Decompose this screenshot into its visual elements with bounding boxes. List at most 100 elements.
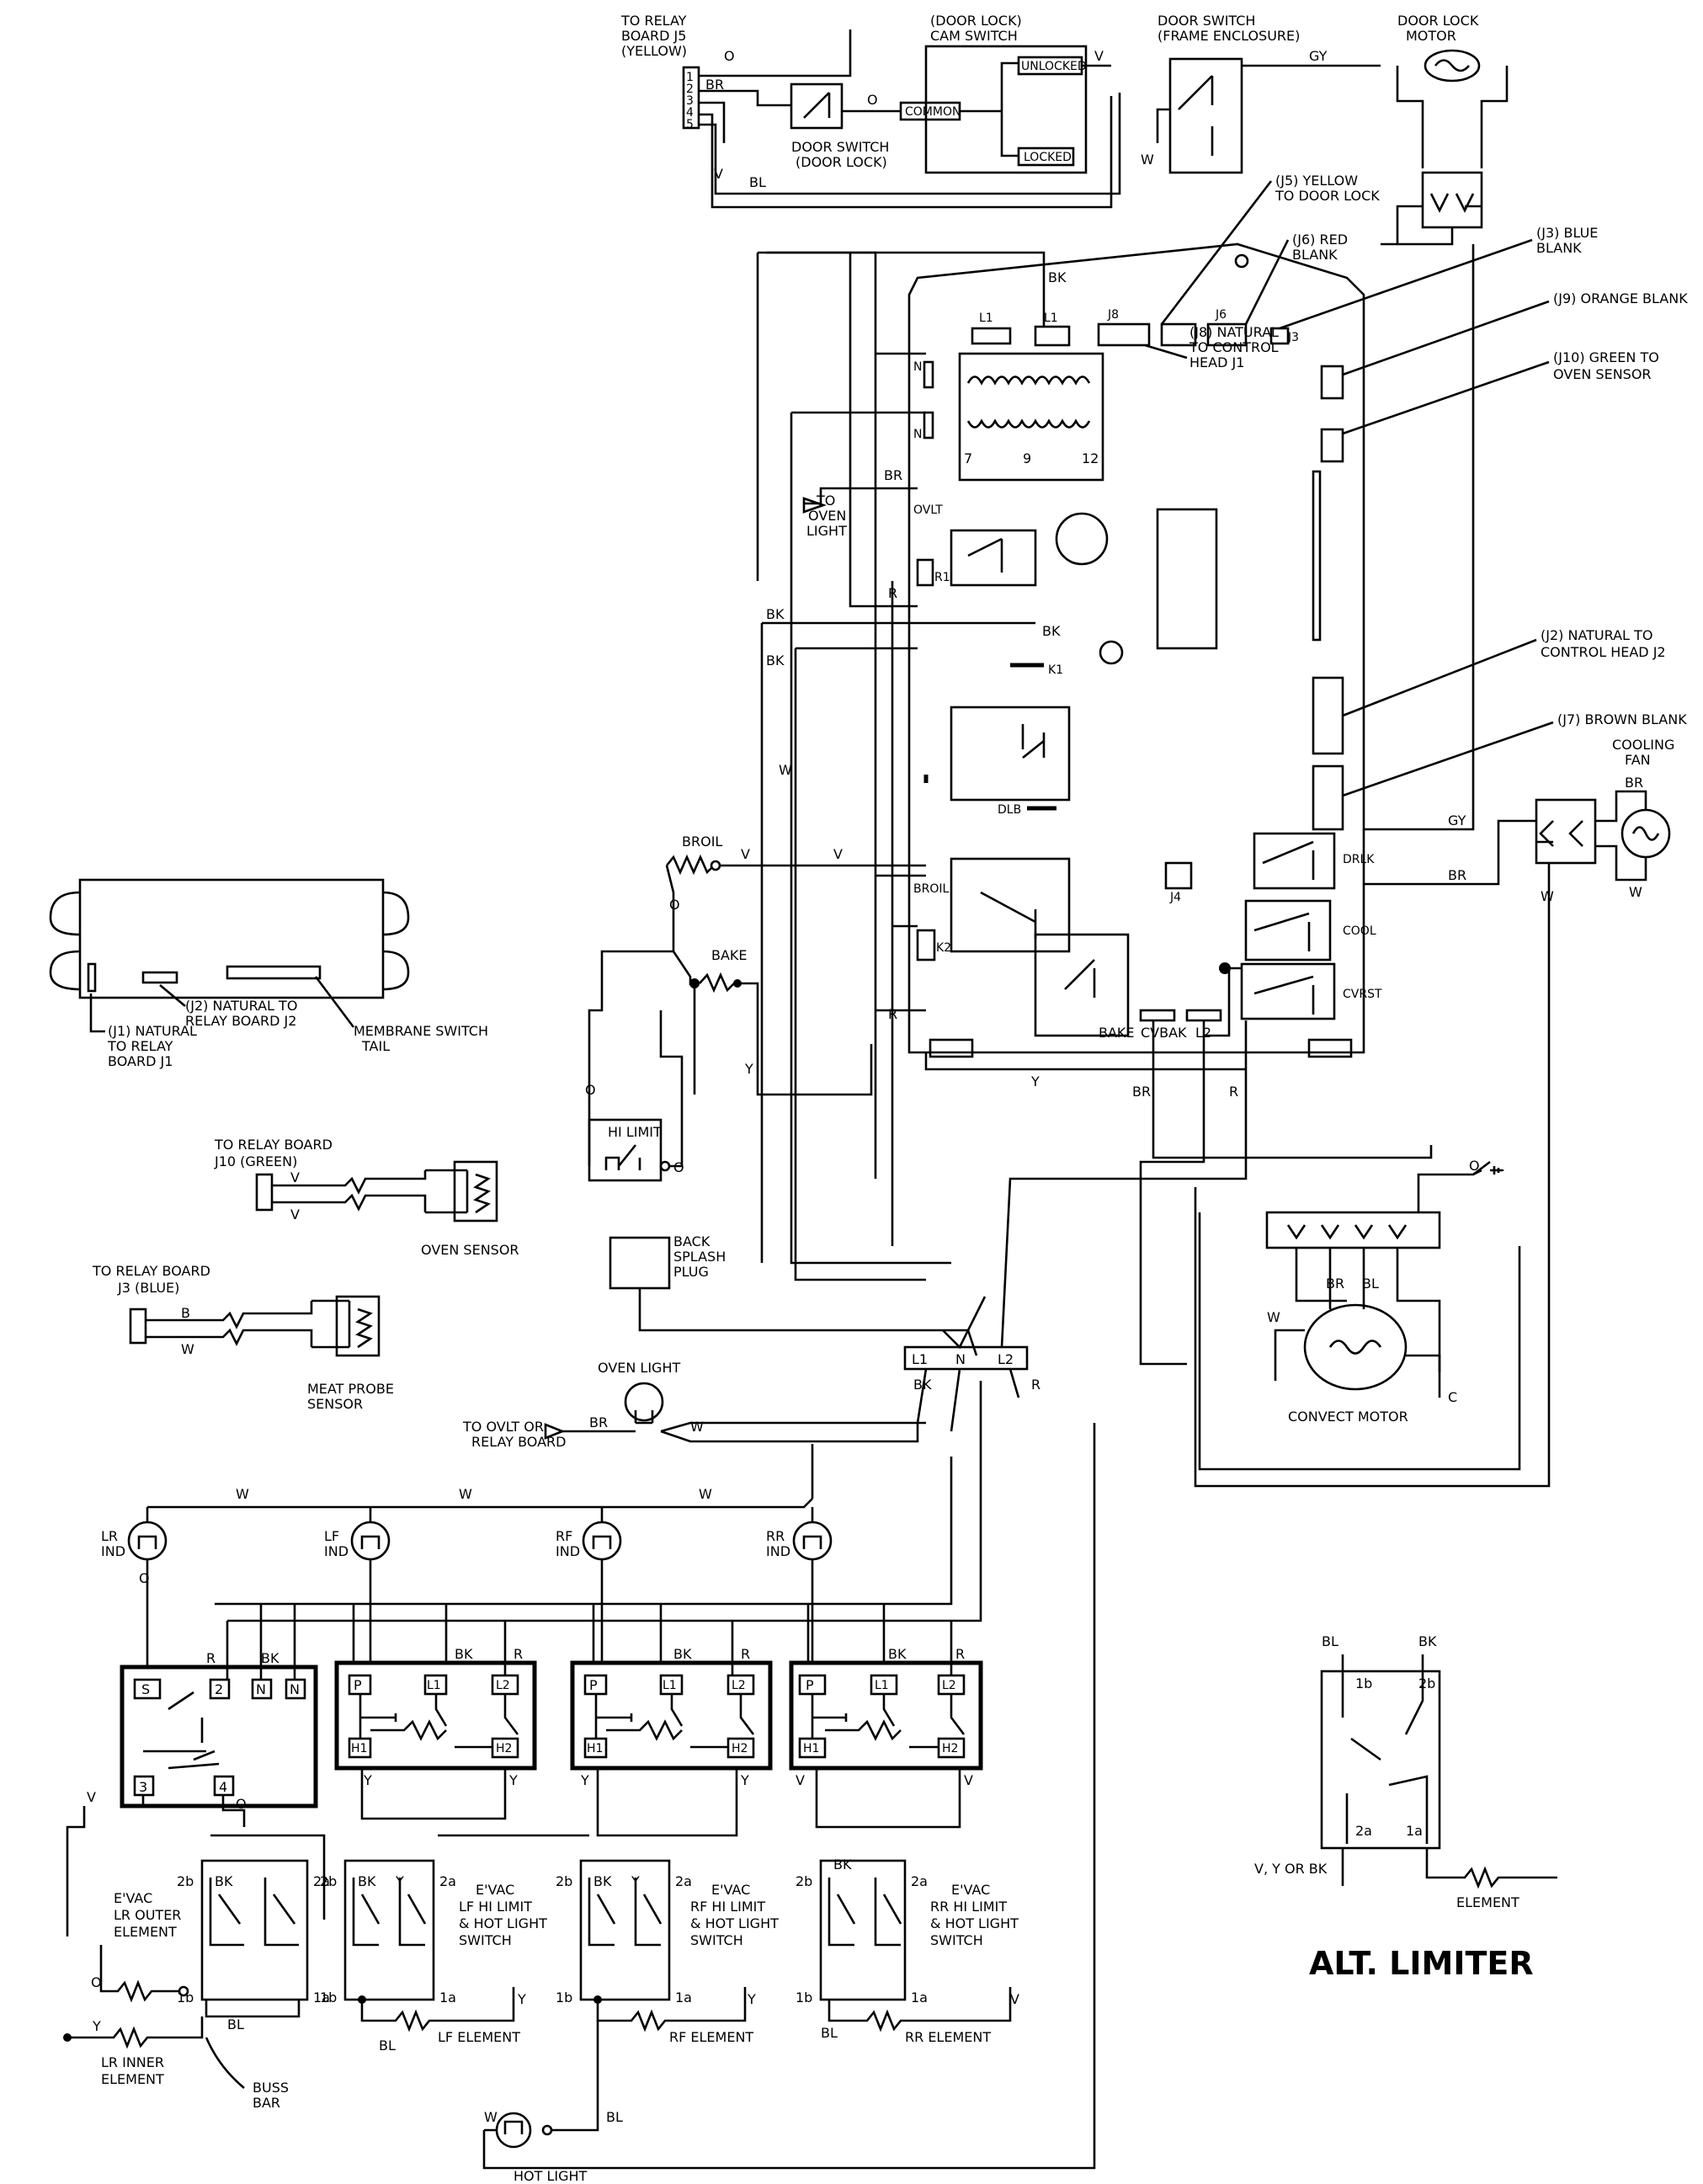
pin-j3: J3 — [1287, 331, 1299, 344]
convect-plug — [1265, 1211, 1441, 1249]
evac-lf-3: & HOT LIGHT — [459, 1915, 547, 1931]
board-component-small-circle — [1099, 640, 1124, 665]
unlocked-label: UNLOCKED — [1021, 60, 1087, 73]
j4-connector — [1164, 861, 1193, 890]
rr-indicator — [792, 1521, 833, 1561]
cvbak-terminal — [1139, 1009, 1176, 1022]
wire-v-2: V — [1094, 48, 1104, 64]
lr-inner-2: ELEMENT — [101, 2071, 164, 2087]
lf-2a: 2a — [439, 1873, 456, 1889]
arrow-to-ovlt — [544, 1423, 566, 1440]
rf-surface-switch — [570, 1660, 773, 1771]
j2-natural-line1: (J2) NATURAL TO — [185, 998, 297, 1014]
pin-2: 2 — [686, 83, 694, 96]
wire-y-rflim: Y — [631, 1873, 640, 1889]
wire-br-ovlt: BR — [884, 467, 902, 483]
pin-5: 5 — [686, 118, 694, 131]
lr-n-label: N — [256, 1681, 266, 1697]
alt-element: ELEMENT — [1456, 1894, 1519, 1910]
j2-natural-connector — [141, 971, 178, 984]
j1-natural-line2: TO RELAY — [107, 1038, 173, 1054]
wire-bk-rr: BK — [888, 1646, 907, 1662]
j7-connector — [1312, 764, 1344, 831]
wire-br-light: BR — [589, 1414, 608, 1430]
to-oven-light-1: TO — [816, 493, 835, 509]
pin-3: 3 — [686, 94, 694, 108]
lf-limiter-box — [343, 1859, 435, 2001]
pin-cool: COOL — [1343, 924, 1376, 938]
hot-light — [495, 2112, 532, 2149]
wire-w-hot: W — [484, 2109, 498, 2125]
wire-bk-lf: BK — [455, 1646, 473, 1662]
j9-connector — [1320, 365, 1344, 400]
k1-relay — [950, 706, 1071, 802]
lf-indicator — [350, 1521, 391, 1561]
to-relay-j5-line3: (YELLOW) — [621, 43, 687, 59]
alt-2a: 2a — [1355, 1823, 1372, 1839]
wire-o-2: O — [867, 92, 878, 108]
lr-2a: 2a — [313, 1873, 330, 1889]
to-relay-j5-line1: TO RELAY — [620, 13, 687, 29]
lr-outer-terminal — [178, 1985, 189, 1997]
pin-n2: N — [913, 428, 922, 441]
meat-probe-line2: SENSOR — [307, 1396, 363, 1412]
wire-bk-top: BK — [1048, 269, 1067, 285]
lr-surface-switch — [120, 1665, 318, 1808]
l1-terminal-2 — [1034, 325, 1071, 347]
wire-v-1: V — [714, 166, 723, 182]
wire-v-sensor2: V — [290, 1207, 300, 1223]
lr-inner-1: LR INNER — [101, 2054, 164, 2070]
rr-1b: 1b — [796, 1990, 812, 2006]
lr-inner-node — [63, 2033, 72, 2042]
wire-y-rf2: Y — [740, 1772, 749, 1788]
wire-br-motor: BR — [1326, 1276, 1344, 1292]
r1-terminal — [916, 558, 934, 587]
wire-bk-lr: BK — [261, 1650, 279, 1666]
pin-4: 4 — [686, 106, 694, 120]
oven-sensor — [453, 1160, 498, 1223]
lf-p-label: P — [354, 1677, 362, 1693]
meat-probe-line1: MEAT PROBE — [307, 1381, 394, 1397]
cam-switch-line1: (DOOR LOCK) — [930, 13, 1022, 29]
lr-2b: 2b — [177, 1873, 194, 1889]
to-relay-j3-line1: TO RELAY BOARD — [92, 1263, 210, 1279]
wire-bl-1: BL — [749, 174, 766, 190]
wire-y-rf: Y — [580, 1772, 589, 1788]
rf-1b: 1b — [556, 1990, 572, 2006]
wire-w-bus1: W — [236, 1486, 249, 1502]
lr-indicator — [127, 1521, 168, 1561]
bake-relay — [1034, 933, 1130, 1037]
j8-callout-2: TO CONTROL — [1189, 339, 1279, 355]
wire-w-fan: W — [1629, 884, 1642, 900]
wire-v-broil: V — [741, 846, 750, 862]
lf-limiter: 2b 2a 1b 1a BK Y E'VAC LF HI LIMIT & HOT… — [320, 1859, 547, 2053]
cooling-fan-line1: COOLING — [1612, 737, 1674, 753]
wire-v-rr: V — [796, 1772, 805, 1788]
cooling-fan: COOLING FAN BR W W GY BR — [1194, 244, 1674, 1488]
j5-callout-1: (J5) YELLOW — [1275, 173, 1358, 189]
ovlt-relay — [950, 529, 1037, 587]
connector-callouts: (J5) YELLOW TO DOOR LOCK (J6) RED BLANK … — [1144, 173, 1688, 797]
wire-bk-k1: BK — [766, 606, 785, 622]
to-ovlt-line2: RELAY BOARD — [471, 1434, 566, 1450]
board-strip — [1312, 470, 1322, 642]
wire-y-rfel: Y — [747, 1991, 756, 2007]
lr-n2-label: N — [290, 1681, 300, 1697]
j7-callout: (J7) BROWN BLANK — [1557, 711, 1687, 727]
wire-w-light: W — [690, 1419, 704, 1435]
rr-l2-label: L2 — [942, 1679, 956, 1692]
pin-j8: J8 — [1107, 308, 1119, 322]
lr-2-label: 2 — [215, 1681, 223, 1697]
terminal-block-body — [903, 1345, 1029, 1371]
wire-v-lr: V — [87, 1789, 96, 1805]
lr-3-label: 3 — [139, 1779, 147, 1795]
broil-label: BROIL — [682, 834, 722, 850]
board-node — [1219, 962, 1231, 974]
wire-bk-rrlim: BK — [833, 1856, 852, 1872]
board-ic — [1156, 508, 1218, 650]
transformer — [958, 352, 1104, 482]
wire-bl-motor: BL — [1362, 1276, 1379, 1292]
rr-h2-label: H2 — [942, 1742, 958, 1755]
wire-r-board: R — [1229, 1084, 1238, 1100]
